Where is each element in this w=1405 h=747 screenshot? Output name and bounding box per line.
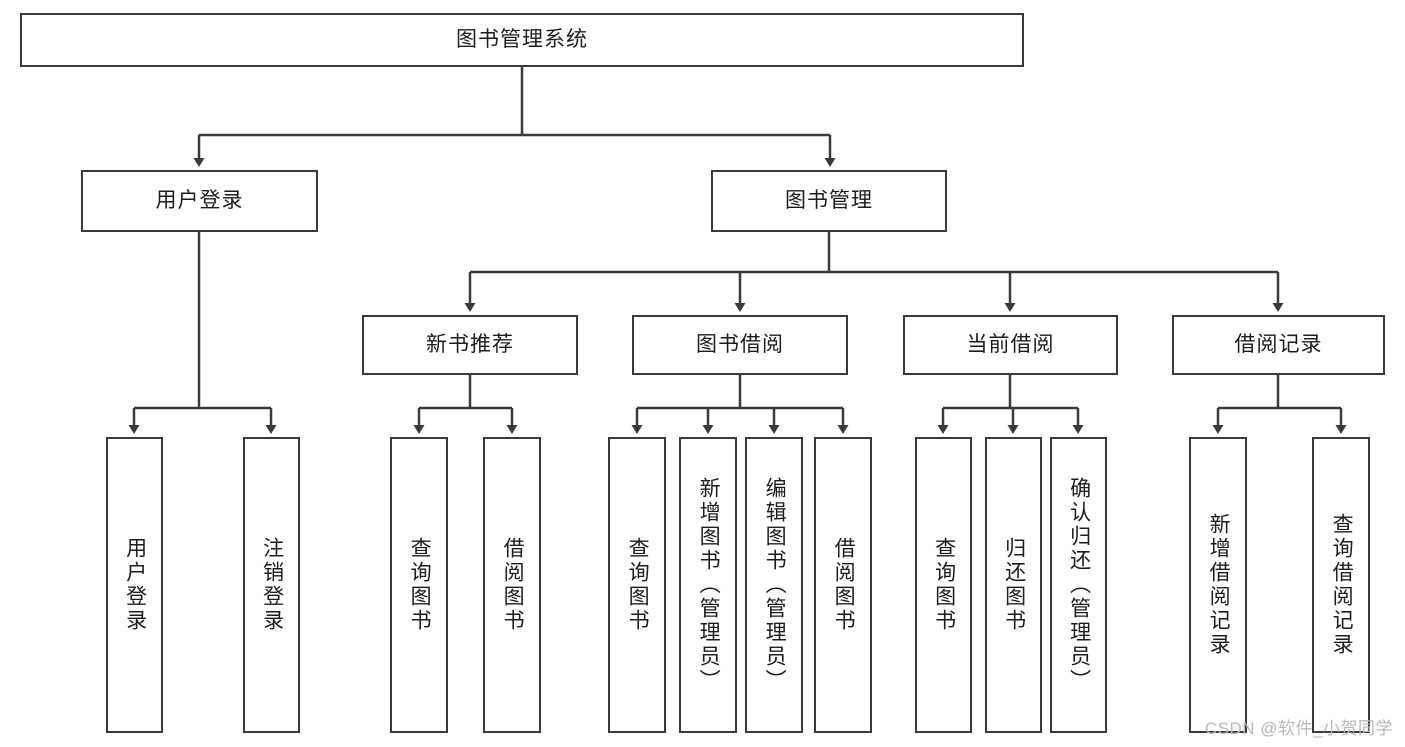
leaf-borrow-book[interactable]: 借阅图书 [814,437,872,733]
leaf-query-borrow-record[interactable]: 查询借阅记录 [1312,437,1370,733]
node-current-borrow-label: 当前借阅 [966,333,1055,357]
node-user-login[interactable]: 用户登录 [81,170,318,232]
node-user-login-label: 用户登录 [155,189,244,213]
node-borrow-record-label: 借阅记录 [1234,333,1323,357]
leaf-edit-book-admin-label: 编辑图书（管理员） [763,477,787,693]
leaf-confirm-return-admin[interactable]: 确认归还（管理员） [1050,437,1107,733]
leaf-query-book-recommend-label: 查询图书 [408,537,432,633]
leaf-query-borrow-record-label: 查询借阅记录 [1330,513,1354,657]
leaf-user-logout-label: 注销登录 [260,537,284,633]
node-book-management[interactable]: 图书管理 [711,170,947,232]
leaf-add-book-admin-label: 新增图书（管理员） [697,477,721,693]
leaf-return-book-label: 归还图书 [1002,537,1026,633]
leaf-user-login-label: 用户登录 [123,537,147,633]
leaf-borrow-book-recommend[interactable]: 借阅图书 [483,437,541,733]
node-root[interactable]: 图书管理系统 [20,13,1024,67]
leaf-edit-book-admin[interactable]: 编辑图书（管理员） [745,437,803,733]
leaf-borrow-book-recommend-label: 借阅图书 [501,537,525,633]
leaf-return-book[interactable]: 归还图书 [985,437,1042,733]
leaf-add-borrow-record[interactable]: 新增借阅记录 [1189,437,1247,733]
leaf-query-book-borrow[interactable]: 查询图书 [608,437,666,733]
leaf-query-book-recommend[interactable]: 查询图书 [390,437,448,733]
leaf-confirm-return-admin-label: 确认归还（管理员） [1067,477,1091,693]
node-book-management-label: 图书管理 [785,189,873,213]
node-root-label: 图书管理系统 [456,28,588,52]
leaf-user-login[interactable]: 用户登录 [106,437,163,733]
leaf-user-logout[interactable]: 注销登录 [243,437,300,733]
leaf-borrow-book-label: 借阅图书 [832,537,856,633]
node-book-borrow-label: 图书借阅 [696,333,784,357]
leaf-query-book-current[interactable]: 查询图书 [915,437,972,733]
leaf-add-book-admin[interactable]: 新增图书（管理员） [679,437,737,733]
watermark: CSDN @软件_小贺同学 [1204,719,1393,738]
node-new-book-recommend[interactable]: 新书推荐 [362,315,578,375]
node-borrow-record[interactable]: 借阅记录 [1172,315,1385,375]
leaf-add-borrow-record-label: 新增借阅记录 [1207,513,1231,657]
leaf-query-book-borrow-label: 查询图书 [626,537,650,633]
node-book-borrow[interactable]: 图书借阅 [632,315,848,375]
node-new-book-recommend-label: 新书推荐 [426,333,514,357]
leaf-query-book-current-label: 查询图书 [932,537,956,633]
node-current-borrow[interactable]: 当前借阅 [903,315,1118,375]
